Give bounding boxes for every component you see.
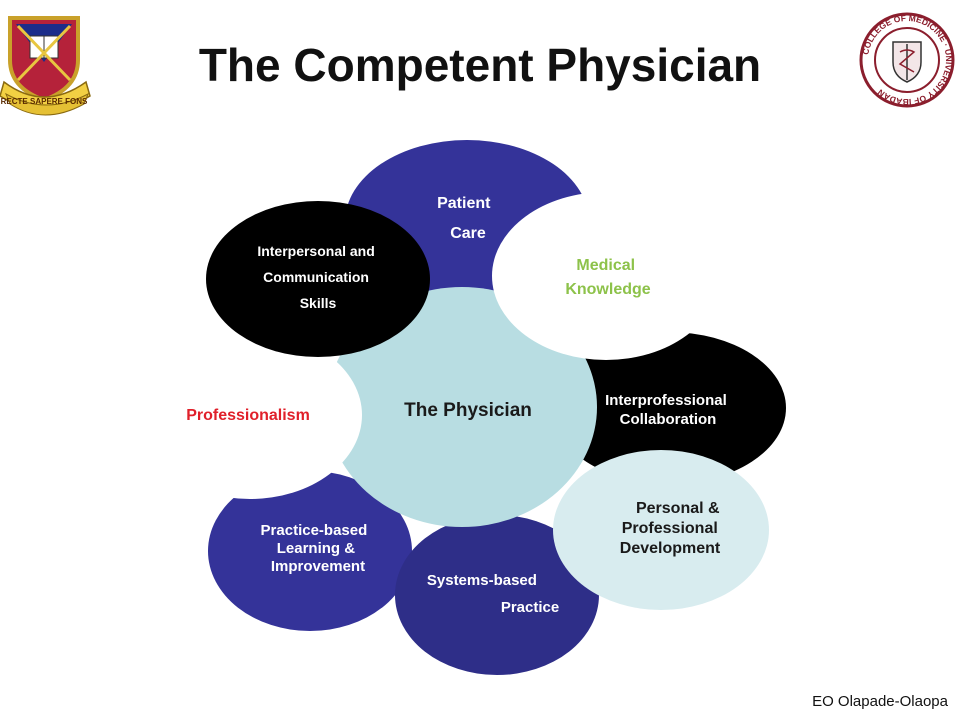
slide-title: The Competent Physician xyxy=(198,39,762,91)
center-physician-bubble xyxy=(327,287,597,527)
interprofessional-collaboration-bubble xyxy=(552,332,786,484)
systems-based-practice-bubble xyxy=(395,515,599,675)
competency-diagram xyxy=(138,140,786,675)
interpersonal-communication-bubble xyxy=(206,201,430,357)
systems-based-practice-label: Systems-based Practice xyxy=(427,572,559,616)
professionalism-bubble xyxy=(138,331,362,499)
medical-knowledge-label: Medical Knowledge xyxy=(565,257,650,298)
center-label: The Physician xyxy=(404,400,532,421)
interprofessional-collaboration-label: Interprofessional Collaboration xyxy=(605,392,731,428)
practice-based-learning-label: Practice-based Learning & Improvement xyxy=(261,522,372,575)
ibadan-university-crest-icon: RECTE SAPERE FONS xyxy=(0,16,91,116)
interpersonal-communication-label: Interpersonal and Communication Skills xyxy=(257,243,378,311)
practice-based-learning-bubble xyxy=(208,471,412,631)
patient-care-label: Patient Care xyxy=(437,195,495,242)
personal-professional-development-label: Personal & Professional Development xyxy=(620,500,724,557)
author-footer: EO Olapade-Olaopa xyxy=(812,693,948,710)
medical-knowledge-bubble xyxy=(492,192,720,360)
professionalism-label: Professionalism xyxy=(186,407,310,424)
crest-motto: RECTE SAPERE FONS xyxy=(1,97,88,106)
personal-professional-development-bubble xyxy=(553,450,769,610)
college-of-medicine-seal-icon: COLLEGE OF MEDICINE · UNIVERSITY OF IBAD… xyxy=(859,12,955,108)
